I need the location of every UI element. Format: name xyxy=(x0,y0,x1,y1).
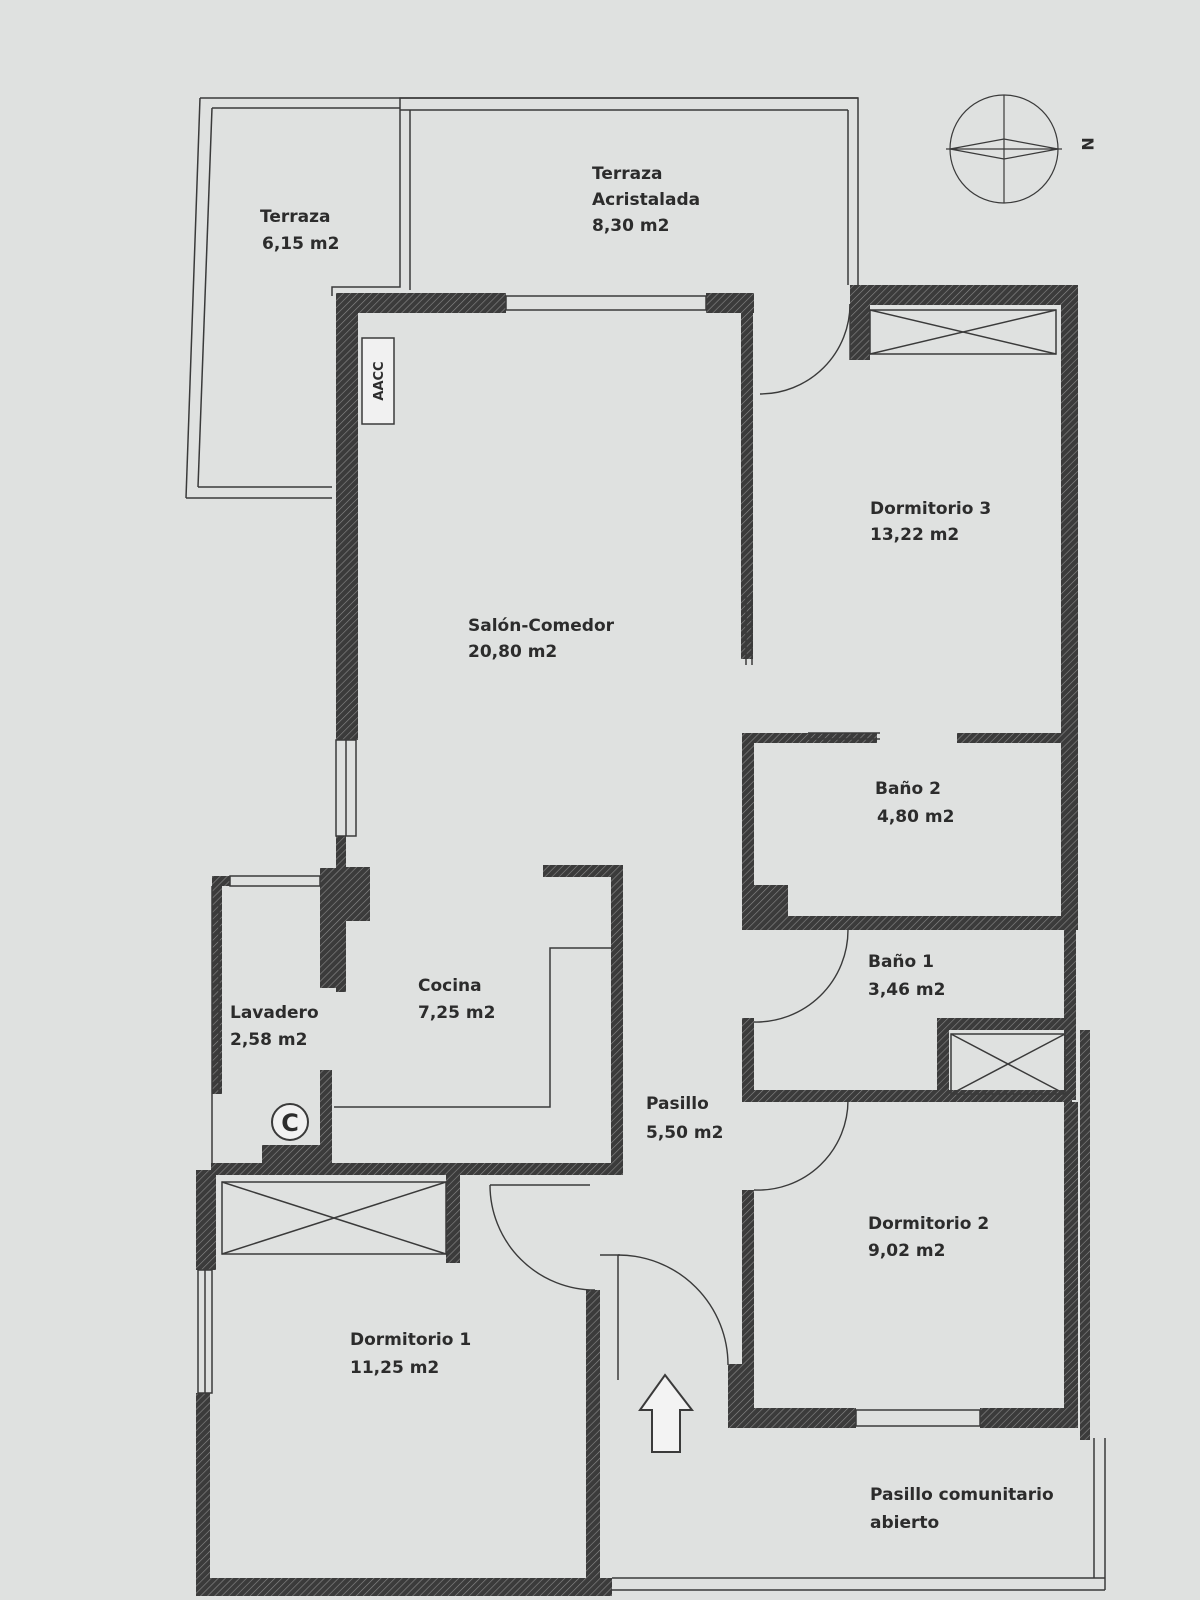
lavadero-name: Lavadero xyxy=(230,1003,319,1023)
dormitorio1-area: 11,25 m2 xyxy=(350,1358,439,1378)
door-swings xyxy=(489,303,851,1366)
bano1-area: 3,46 m2 xyxy=(868,980,945,1000)
boiler-label: C xyxy=(281,1109,299,1137)
salon-comedor-area: 20,80 m2 xyxy=(468,642,557,662)
pasillo-area: 5,50 m2 xyxy=(646,1123,723,1143)
terraza-acristalada-area: 8,30 m2 xyxy=(592,216,669,236)
pasillo-comunitario-name-2: abierto xyxy=(870,1513,939,1533)
salon-comedor-name: Salón-Comedor xyxy=(468,616,615,636)
cocina-area: 7,25 m2 xyxy=(418,1003,495,1023)
terraza-acristalada-name-2: Acristalada xyxy=(592,190,700,210)
dormitorio1-name: Dormitorio 1 xyxy=(350,1330,471,1350)
pasillo-name: Pasillo xyxy=(646,1094,709,1114)
fixtures xyxy=(197,295,1106,1591)
shaft-cross-icon xyxy=(221,309,1066,1255)
dormitorio3-name: Dormitorio 3 xyxy=(870,499,991,519)
aacc-unit: AACC xyxy=(361,337,395,425)
bano1-name: Baño 1 xyxy=(868,952,934,972)
room-labels: Terraza 6,15 m2 Terraza Acristalada 8,30… xyxy=(230,164,1054,1533)
pasillo-comunitario-name-1: Pasillo comunitario xyxy=(870,1485,1054,1505)
terraza-area: 6,15 m2 xyxy=(262,234,339,254)
compass-rose-icon: N xyxy=(946,94,1097,204)
terrace-outline xyxy=(185,97,859,499)
dormitorio2-name: Dormitorio 2 xyxy=(868,1214,989,1234)
walls xyxy=(196,285,1090,1596)
terraza-name: Terraza xyxy=(260,207,330,227)
terraza-acristalada-name-1: Terraza xyxy=(592,164,662,184)
entrance-arrow-icon xyxy=(638,1373,695,1453)
boiler-icon: C xyxy=(271,1103,309,1141)
dormitorio2-area: 9,02 m2 xyxy=(868,1241,945,1261)
north-label: N xyxy=(1078,137,1097,150)
lavadero-area: 2,58 m2 xyxy=(230,1030,307,1050)
cocina-name: Cocina xyxy=(418,976,482,996)
dormitorio3-area: 13,22 m2 xyxy=(870,525,959,545)
bano2-area: 4,80 m2 xyxy=(877,807,954,827)
aacc-label: AACC xyxy=(372,361,387,400)
bano2-name: Baño 2 xyxy=(875,779,941,799)
